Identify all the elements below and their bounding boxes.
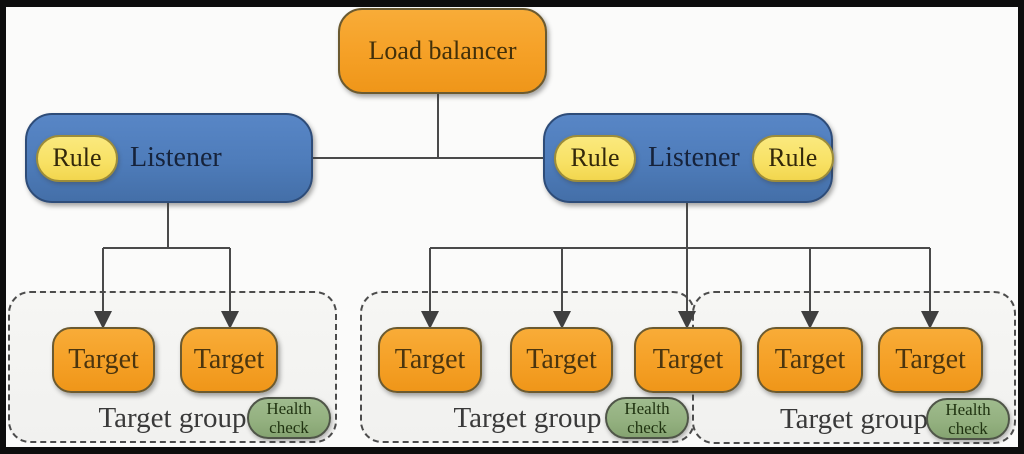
lb-to-listeners-connector	[313, 93, 543, 159]
target-group-label: Target group	[98, 402, 247, 434]
target-node: Target	[510, 327, 613, 393]
target-node: Target	[878, 327, 983, 393]
load-balancer-node: Load balancer	[338, 8, 547, 94]
frame-border-left	[0, 0, 6, 454]
load-balancer-label: Load balancer	[368, 36, 517, 65]
frame-border-top	[0, 0, 1024, 7]
rule-badge-right: Rule	[751, 134, 834, 182]
rule-badge: Rule	[36, 134, 118, 182]
listener-label: Listener	[648, 142, 740, 173]
health-check-badge: Health check	[605, 397, 689, 439]
target-node: Target	[634, 327, 742, 393]
health-check-badge: Health check	[247, 397, 331, 439]
target-group-label: Target group	[779, 403, 929, 435]
target-node: Target	[180, 327, 278, 393]
target-node: Target	[378, 327, 482, 393]
frame-border-bottom	[0, 447, 1024, 454]
frame-border-right	[1018, 0, 1024, 454]
rule-badge-left: Rule	[554, 134, 636, 182]
health-check-badge: Health check	[926, 398, 1010, 440]
target-node: Target	[757, 327, 863, 393]
target-node: Target	[52, 327, 155, 393]
listener-right-node: Rule Listener Rule	[543, 113, 834, 203]
listener-left-node: Rule Listener	[25, 113, 313, 203]
listener-label: Listener	[130, 142, 222, 173]
target-group-box-1: Target group Health check	[8, 291, 337, 443]
target-group-label: Target group	[453, 402, 602, 434]
